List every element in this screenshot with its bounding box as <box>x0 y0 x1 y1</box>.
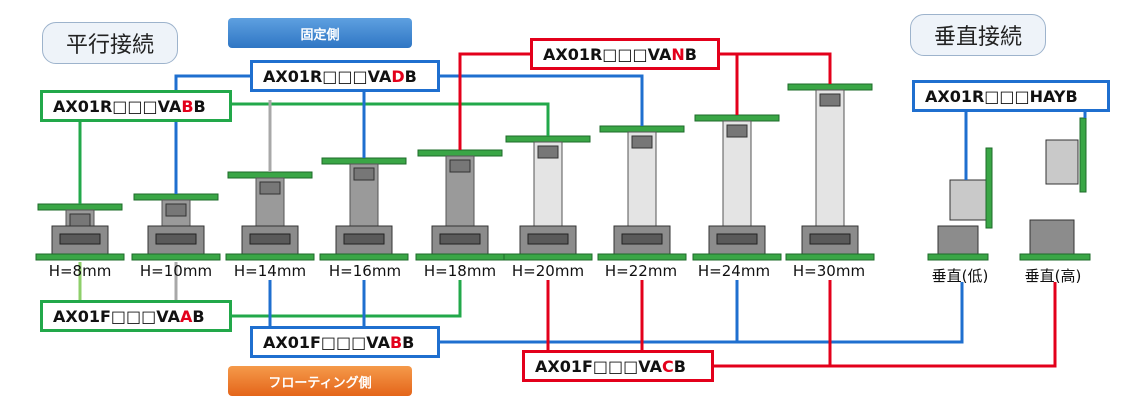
connector-head <box>69 213 91 227</box>
vertical-low-base <box>937 225 979 255</box>
connector-base-slot <box>621 233 663 245</box>
connector-head <box>819 93 841 107</box>
lower-pcb <box>131 253 221 261</box>
upper-pcb <box>227 171 313 179</box>
upper-pcb <box>321 157 407 165</box>
line-vabb-f <box>440 282 964 344</box>
vertical-low-pcb <box>985 147 993 229</box>
connector-head <box>726 124 748 138</box>
vertical-high-base <box>1029 219 1075 255</box>
part-number-hayb: AX01R□□□HAYB <box>912 80 1110 112</box>
vertical-high-lower-pcb <box>1019 253 1091 261</box>
height-label: H=16mm <box>328 262 402 280</box>
connector-head <box>631 135 653 149</box>
vertical-low-body <box>949 179 987 221</box>
height-label: H=14mm <box>233 262 307 280</box>
upper-pcb <box>37 203 123 211</box>
connector-head <box>259 181 281 195</box>
section-vertical: 垂直接続 <box>910 14 1046 56</box>
upper-pcb <box>787 83 873 91</box>
line-vaab <box>232 280 462 318</box>
vertical-low-lower-pcb <box>927 253 989 261</box>
lower-pcb <box>503 253 593 261</box>
connector-base-slot <box>716 233 758 245</box>
upper-pcb <box>694 114 780 122</box>
line-vadb-right <box>440 74 644 126</box>
connector-base-slot <box>249 233 291 245</box>
lower-pcb <box>597 253 687 261</box>
connector-base-slot <box>809 233 851 245</box>
lower-pcb <box>415 253 505 261</box>
line-vacb-right <box>714 282 1057 368</box>
connector-body <box>815 89 845 233</box>
lower-pcb <box>785 253 875 261</box>
line-vadb-left <box>174 74 250 194</box>
lower-pcb <box>692 253 782 261</box>
height-label: H=30mm <box>792 262 866 280</box>
upper-pcb <box>417 149 503 157</box>
height-label: H=18mm <box>423 262 497 280</box>
vertical-label-low: 垂直(低) <box>931 267 989 285</box>
line-vanb-left <box>458 52 530 150</box>
height-label: H=8mm <box>48 262 112 280</box>
connector-head <box>353 167 375 181</box>
height-label: H=22mm <box>604 262 678 280</box>
vertical-high-body <box>1045 139 1079 185</box>
line-vanb-right <box>720 52 832 84</box>
lower-pcb <box>319 253 409 261</box>
badge-floating-side: フローティング側 <box>228 366 412 396</box>
height-label: H=10mm <box>139 262 213 280</box>
vertical-label-high: 垂直(高) <box>1024 267 1082 285</box>
upper-pcb <box>505 135 591 143</box>
lower-pcb <box>225 253 315 261</box>
section-parallel: 平行接続 <box>42 22 178 64</box>
connector-base-slot <box>343 233 385 245</box>
connector-head <box>537 145 559 159</box>
vertical-high-pcb <box>1079 117 1087 193</box>
connector-base-slot <box>439 233 481 245</box>
connector-base-slot <box>155 233 197 245</box>
connector-head <box>449 159 471 173</box>
connector-base-slot <box>59 233 101 245</box>
connector-head <box>165 203 187 217</box>
upper-pcb <box>599 125 685 133</box>
connector-base-slot <box>527 233 569 245</box>
upper-pcb <box>133 193 219 201</box>
height-label: H=24mm <box>697 262 771 280</box>
badge-fixed-side: 固定側 <box>228 18 412 48</box>
height-label: H=20mm <box>511 262 585 280</box>
connector-body <box>722 120 752 233</box>
lower-pcb <box>35 253 125 261</box>
line-vabb-r <box>232 102 550 136</box>
